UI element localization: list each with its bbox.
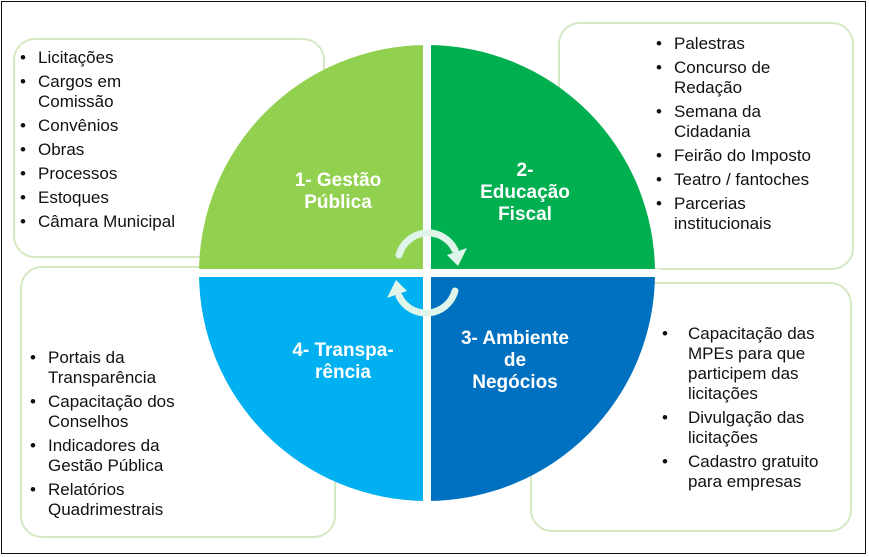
list-item: Semana da Cidadania [654, 102, 799, 142]
list-item: Divulgação das licitações [658, 408, 843, 448]
list-item: Concurso de Redação [654, 58, 814, 98]
cycle-arrows-icon [395, 229, 459, 317]
list-transparencia: Portais da Transparência Capacitação dos… [28, 348, 228, 524]
list-item: Capacitação dos Conselhos [28, 392, 213, 432]
quadrant-label-gestao-publica: 1- Gestão Pública [294, 170, 382, 213]
list-item: Cargos em Comissão [18, 72, 158, 112]
list-gestao-publica: Licitações Cargos em Comissão Convênios … [18, 48, 213, 236]
list-educacao-fiscal: Palestras Concurso de Redação Semana da … [654, 34, 829, 238]
quadrant-educacao-fiscal [427, 45, 655, 273]
quadrant-transparencia [199, 273, 427, 501]
list-item: Relatórios Quadrimestrais [28, 480, 213, 520]
list-item: Feirão do Imposto [654, 146, 829, 166]
quadrant-label-ambiente-negocios: 3- Ambiente de Negócios [460, 328, 570, 393]
list-item: Capacitação das MPEs para que participem… [658, 324, 843, 404]
quadrant-label-educacao-fiscal: 2- Educação Fiscal [480, 160, 570, 225]
quadrant-gestao-publica [199, 45, 427, 273]
list-item: Estoques [18, 188, 213, 208]
quadrant-ambiente-negocios [427, 273, 655, 501]
list-ambiente-negocios: Capacitação das MPEs para que participem… [658, 324, 848, 496]
list-item: Parcerias institucionais [654, 194, 809, 234]
list-item: Palestras [654, 34, 829, 54]
cycle-arrowheads-icon [387, 248, 467, 298]
list-item: Cadastro gratuito para empresas [658, 452, 848, 492]
list-item: Processos [18, 164, 213, 184]
list-item: Licitações [18, 48, 213, 68]
list-item: Portais da Transparência [28, 348, 188, 388]
quadrant-label-transparencia: 4- Transpa- rência [292, 340, 394, 383]
list-item: Câmara Municipal [18, 212, 213, 232]
list-item: Obras [18, 140, 213, 160]
list-item: Teatro / fantoches [654, 170, 829, 190]
list-item: Convênios [18, 116, 213, 136]
list-item: Indicadores da Gestão Pública [28, 436, 213, 476]
